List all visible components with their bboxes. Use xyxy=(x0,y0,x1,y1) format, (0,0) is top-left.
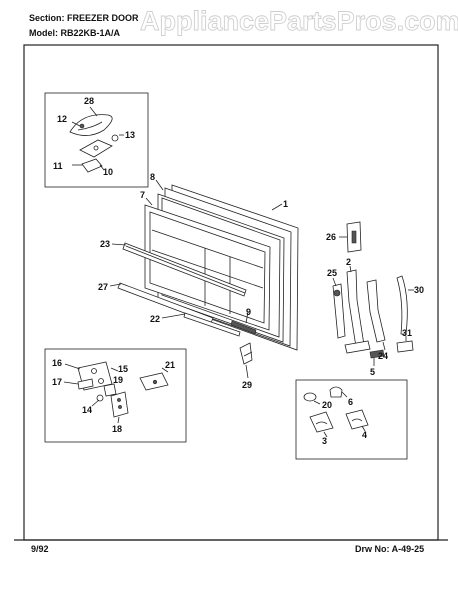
part-labels: 28 12 13 11 10 8 7 1 23 27 22 9 29 26 25… xyxy=(52,96,424,446)
part-label-1: 1 xyxy=(283,199,288,209)
revision-date: 9/92 xyxy=(31,544,49,554)
part-label-10: 10 xyxy=(103,167,113,177)
part-label-3: 3 xyxy=(322,436,327,446)
part-label-16: 16 xyxy=(52,358,62,368)
part-label-29: 29 xyxy=(242,380,252,390)
inset-handle-assembly xyxy=(44,92,149,188)
part-label-22: 22 xyxy=(150,314,160,324)
part-label-24: 24 xyxy=(378,351,388,361)
drawing-number: Drw No: A-49-25 xyxy=(355,544,424,554)
part-label-15: 15 xyxy=(118,364,128,374)
part-label-26: 26 xyxy=(326,232,336,242)
part-label-23: 23 xyxy=(100,239,110,249)
part-label-27: 27 xyxy=(98,282,108,292)
part-label-25: 25 xyxy=(327,268,337,278)
part-label-6: 6 xyxy=(348,397,353,407)
part-label-13: 13 xyxy=(125,130,135,140)
part-label-28: 28 xyxy=(84,96,94,106)
inset-caps-covers xyxy=(295,379,408,460)
part-label-2: 2 xyxy=(346,257,351,267)
part-label-18: 18 xyxy=(112,424,122,434)
part-label-9: 9 xyxy=(246,307,251,317)
part-label-12: 12 xyxy=(57,114,67,124)
part-label-8: 8 xyxy=(150,172,155,182)
part-label-21: 21 xyxy=(165,360,175,370)
part-label-19: 19 xyxy=(113,375,123,385)
hinge-parts xyxy=(332,221,414,366)
part-label-11: 11 xyxy=(53,161,63,171)
door-assembly xyxy=(109,179,299,379)
part-label-20: 20 xyxy=(322,400,332,410)
watermark: AppliancePartsPros.com xyxy=(140,6,458,36)
part-label-4: 4 xyxy=(362,430,367,440)
part-label-7: 7 xyxy=(140,190,145,200)
part-label-17: 17 xyxy=(52,377,62,387)
part-label-5: 5 xyxy=(370,367,375,377)
part-label-31: 31 xyxy=(402,328,412,338)
section-title: Section: FREEZER DOOR xyxy=(29,13,139,23)
part-label-14: 14 xyxy=(82,405,92,415)
model-number: Model: RB22KB-1A/A xyxy=(29,28,121,38)
inset-hinge-bracket xyxy=(44,348,187,443)
part-label-30: 30 xyxy=(414,285,424,295)
